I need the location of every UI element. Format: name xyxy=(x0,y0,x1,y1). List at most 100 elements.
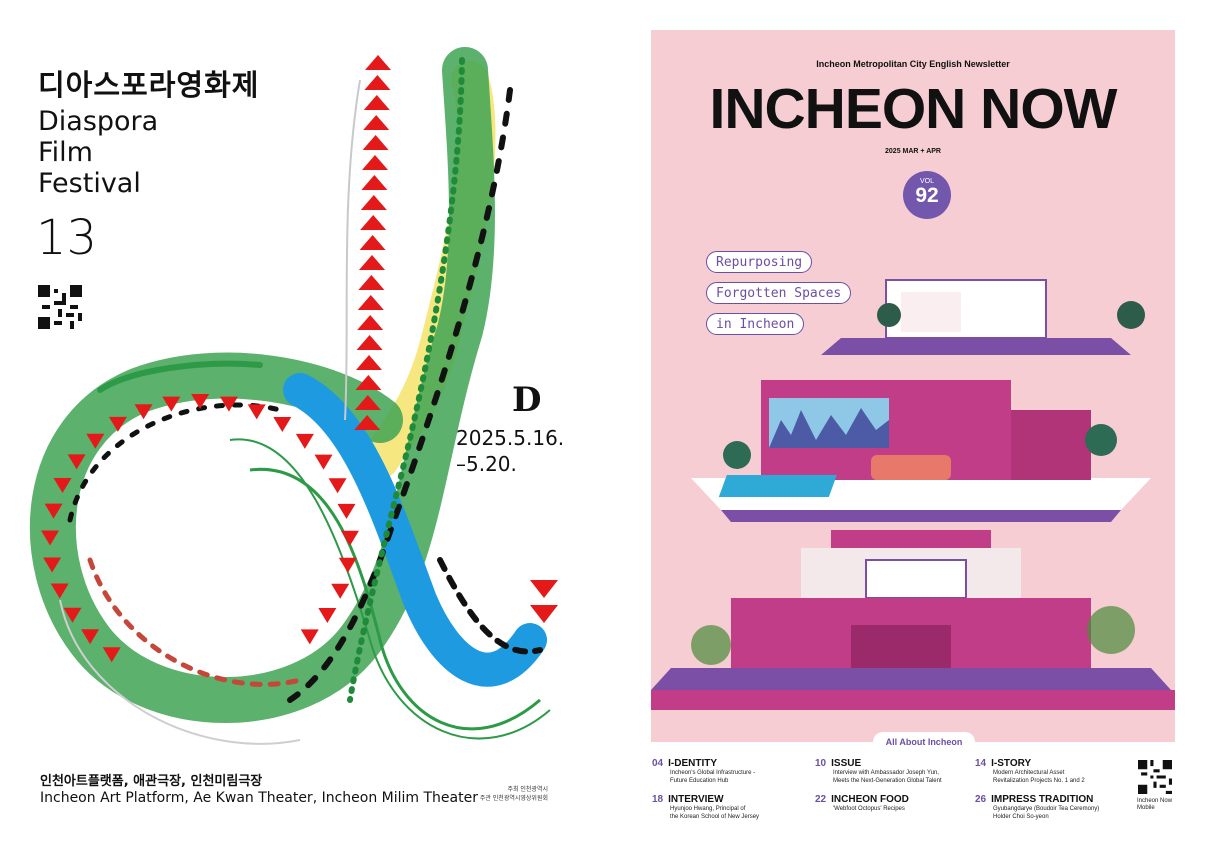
toc-title: INCHEON FOOD xyxy=(831,794,909,805)
organizer-operator: 주관 인천광역시영상위원회 xyxy=(479,795,548,802)
festival-title-line-2: Film xyxy=(38,137,93,168)
red-triangle-mark xyxy=(338,557,357,573)
red-triangle-mark xyxy=(50,583,69,599)
red-triangle-mark xyxy=(354,395,381,410)
volume-number: 92 xyxy=(915,184,939,207)
volume-badge: VOL 92 xyxy=(903,171,951,219)
red-triangle-mark xyxy=(356,355,382,370)
red-triangle-mark xyxy=(363,95,390,110)
red-triangle-mark xyxy=(81,629,100,645)
red-triangle-mark xyxy=(219,396,238,412)
red-triangle-mark xyxy=(328,478,347,494)
toc-page-number: 14 xyxy=(975,758,987,769)
red-triangle-mark xyxy=(247,404,266,420)
red-triangle-mark xyxy=(361,175,388,190)
building-illustration xyxy=(651,279,1175,710)
red-triangle-mark xyxy=(53,477,72,493)
red-triangle-mark xyxy=(355,375,382,390)
red-triangle-mark xyxy=(365,55,391,70)
toc-title: IMPRESS TRADITION xyxy=(991,794,1094,805)
toc-title: I-DENTITY xyxy=(668,758,718,769)
red-triangle-mark xyxy=(331,583,350,599)
festival-alpha-artwork xyxy=(29,47,558,745)
red-triangle-mark xyxy=(67,454,86,470)
red-triangle-mark xyxy=(363,115,390,130)
qr-caption-line-1: Incheon Now xyxy=(1137,798,1173,804)
festival-title-korean: 디아스포라영화제 xyxy=(38,68,260,102)
headline-pill-1: Repurposing xyxy=(706,251,813,273)
incheon-now-cover: Incheon Metropolitan City English Newsle… xyxy=(651,30,1175,830)
toc-title: ISSUE xyxy=(831,758,862,769)
venues-korean: 인천아트플랫폼, 애관극장, 인천미림극장 xyxy=(40,774,263,789)
red-triangle-mark xyxy=(337,503,356,519)
red-triangle-mark xyxy=(314,454,333,470)
festival-qr-code xyxy=(38,285,82,329)
festival-dates: 2025.5.16. –5.20. xyxy=(456,425,564,477)
red-triangle-mark xyxy=(86,433,105,449)
toc-description-2: Revitalization Projects No. 1 and 2 xyxy=(993,778,1085,784)
red-triangle-mark xyxy=(359,255,385,270)
toc-item: 26 IMPRESS TRADITION Gyubangdarye (Boudoi… xyxy=(975,794,1135,821)
red-triangle-mark xyxy=(134,404,153,420)
red-triangle-mark xyxy=(295,433,314,449)
red-triangle-mark xyxy=(362,155,388,170)
toc-item: 22 INCHEON FOOD 'Webfoot Octopus' Recipes xyxy=(815,794,975,813)
toc-description-1: Gyubangdarye (Boudoir Tea Ceremony) xyxy=(993,806,1100,812)
toc-page-number: 04 xyxy=(652,758,664,769)
section-tab-all-about-incheon: All About Incheon xyxy=(873,732,975,752)
toc-description-2: the Korean School of New Jersey xyxy=(670,814,760,820)
red-triangle-mark xyxy=(360,195,387,210)
volume-label: VOL xyxy=(919,178,934,185)
festival-d-mark: D xyxy=(512,380,542,420)
red-triangle-mark xyxy=(41,530,60,546)
festival-edition-number: 13 xyxy=(36,210,98,266)
red-triangle-mark xyxy=(357,315,384,330)
red-triangle-mark xyxy=(359,235,386,250)
toc-page-number: 22 xyxy=(815,794,827,805)
red-triangle-mark xyxy=(273,416,292,432)
festival-title-line-3: Festival xyxy=(38,168,141,199)
toc-description-2: Holder Choi So-yeon xyxy=(993,814,1049,820)
magazine-title: INCHEON NOW xyxy=(709,77,1118,141)
qr-caption-line-2: Mobile xyxy=(1137,805,1155,811)
red-triangle-mark xyxy=(360,215,387,230)
qr-caption: Incheon Now Mobile xyxy=(1137,798,1175,812)
toc-description-1: 'Webfoot Octopus' Recipes xyxy=(833,806,905,812)
toc-description-2: Future Education Hub xyxy=(670,778,729,784)
headline-pill-2: Forgotten Spaces xyxy=(706,282,852,304)
red-triangle-mark xyxy=(354,415,381,430)
festival-title-line-1: Diaspora xyxy=(38,106,159,137)
toc-page-number: 10 xyxy=(815,758,827,769)
red-triangle-mark xyxy=(108,416,127,432)
red-triangle-mark xyxy=(63,607,82,623)
red-triangle-mark xyxy=(43,557,62,573)
red-triangle-mark xyxy=(362,135,389,150)
festival-start-date: 2025.5.16. xyxy=(456,426,565,450)
toc-page-number: 18 xyxy=(652,794,664,805)
toc-title: I-STORY xyxy=(991,758,1032,769)
toc-description-2: Meets the Next-Generation Global Talent xyxy=(833,778,942,784)
red-triangle-mark xyxy=(162,396,181,412)
red-triangle-mark xyxy=(44,503,63,519)
red-triangle-mark xyxy=(340,530,359,546)
organizer-host: 주최 인천광역시 xyxy=(507,786,548,793)
red-triangle-mark xyxy=(102,647,121,663)
toc-description-1: Interview with Ambassador Joseph Yun, xyxy=(833,770,939,776)
organizers: 주최 인천광역시 주관 인천광역시영상위원회 xyxy=(470,785,548,803)
toc-description-1: Hyunjoo Hwang, Principal of xyxy=(670,806,746,812)
red-triangle-mark xyxy=(191,394,210,410)
festival-end-date: –5.20. xyxy=(456,452,517,476)
red-triangle-mark xyxy=(318,607,337,623)
venues-english: Incheon Art Platform, Ae Kwan Theater, I… xyxy=(40,790,478,806)
toc-page-number: 26 xyxy=(975,794,987,805)
mobile-qr-code xyxy=(1138,760,1172,794)
red-triangle-mark xyxy=(358,275,385,290)
diaspora-film-festival-poster: 디아스포라영화제 Diaspora Film Festival 13 D 202… xyxy=(0,0,600,861)
issue-date: 2025 MAR + APR xyxy=(885,148,941,155)
red-triangle-mark xyxy=(300,629,319,645)
red-triangle-mark xyxy=(356,335,383,350)
toc-item: 10 ISSUE Interview with Ambassador Joseph… xyxy=(815,758,975,785)
toc-title: INTERVIEW xyxy=(668,794,724,805)
